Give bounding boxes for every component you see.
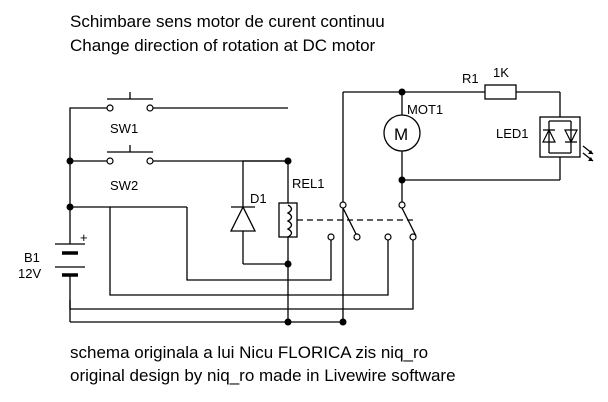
b1-value-label: 12V (18, 266, 41, 281)
r1-value-label: 1K (493, 65, 509, 80)
title-line-1: Schimbare sens motor de curent continuu (70, 12, 385, 31)
footer-line-1: schema originala a lui Nicu FLORICA zis … (70, 343, 428, 362)
d1-label: D1 (250, 191, 267, 206)
left-rail-wires (69, 107, 110, 322)
relay-rel1: REL1 (278, 161, 413, 264)
battery-b1: + B1 12V (18, 230, 88, 281)
motor-symbol-label: M (394, 125, 408, 144)
junction-dots (66, 88, 406, 326)
mot1-label: MOT1 (407, 102, 443, 117)
diode-d1: D1 (229, 160, 288, 264)
b1-label: B1 (24, 250, 40, 265)
motor-mot1: M MOT1 (383, 92, 443, 202)
sw2-label: SW2 (110, 178, 138, 193)
relay-contacts (327, 201, 417, 241)
switch-sw1: SW1 (106, 92, 288, 136)
led-led1: LED1 (402, 92, 594, 181)
footer-line-2: original design by niq_ro made in Livewi… (70, 366, 456, 385)
battery-feed-wires (69, 206, 414, 310)
resistor-r1: R1 1K (402, 65, 560, 100)
switch-sw2: SW2 (106, 145, 288, 193)
r1-label: R1 (462, 71, 479, 86)
title-line-2: Change direction of rotation at DC motor (70, 36, 376, 55)
sw1-label: SW1 (110, 121, 138, 136)
led1-label: LED1 (496, 126, 529, 141)
rel1-label: REL1 (292, 176, 325, 191)
battery-plus-label: + (80, 230, 88, 245)
